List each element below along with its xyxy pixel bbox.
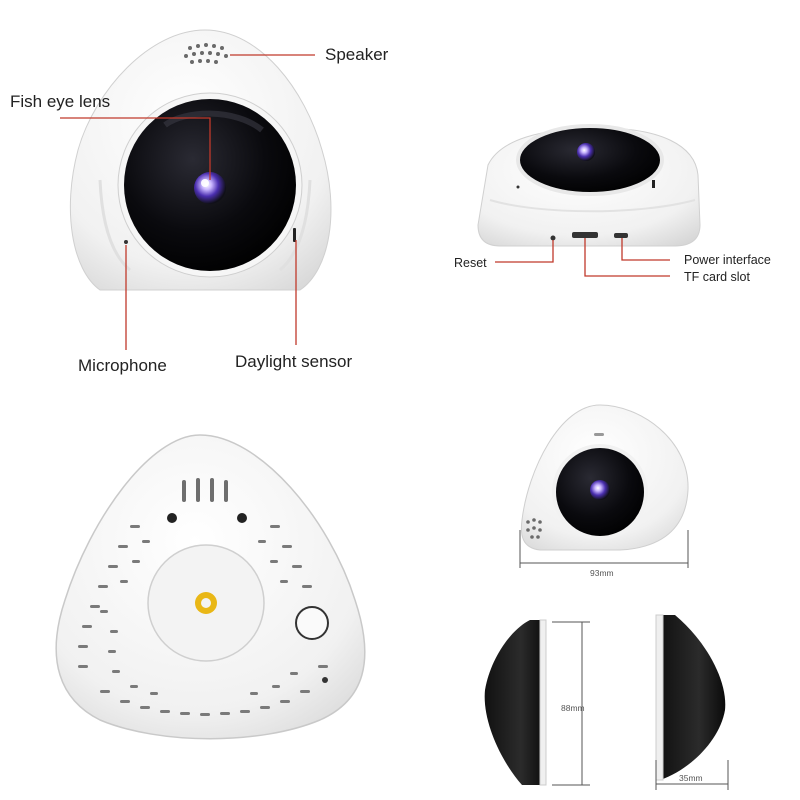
- daylight-sensor: [293, 228, 296, 242]
- reset-hole: [550, 235, 556, 241]
- front-view-camera: [69, 29, 332, 291]
- rear-view-camera: [477, 124, 701, 247]
- rear-callout-lines: [495, 238, 670, 277]
- top-vent-slots: [182, 478, 228, 502]
- reset-label: Reset: [454, 256, 487, 270]
- microphone-hole: [124, 240, 128, 244]
- fisheye-lens: [194, 172, 226, 204]
- power-interface-label: Power interface: [684, 253, 771, 267]
- microphone-label: Microphone: [78, 356, 167, 375]
- side-view-left: [484, 619, 547, 786]
- bottom-view-camera: [55, 434, 366, 740]
- tf-card-slot-label: TF card slot: [684, 270, 750, 284]
- tf-card-slot: [572, 232, 598, 238]
- side-dimension-lines: [552, 621, 729, 790]
- width-dimension-label: 93mm: [590, 568, 614, 578]
- vent-holes: [78, 525, 328, 716]
- daylight-sensor-label: Daylight sensor: [235, 352, 353, 371]
- speaker-grille: [184, 43, 228, 64]
- front-callout-lines: [60, 54, 315, 350]
- width-dimension-line: [519, 530, 689, 568]
- height-dimension-label: 88mm: [561, 703, 585, 713]
- speaker-label: Speaker: [325, 45, 389, 64]
- depth-dimension-label: 35mm: [679, 773, 703, 783]
- fisheye-label: Fish eye lens: [10, 92, 111, 111]
- side-view-right: [655, 614, 726, 781]
- power-port: [614, 233, 628, 238]
- bottom-button: [295, 606, 329, 640]
- width-view-camera: [520, 404, 689, 551]
